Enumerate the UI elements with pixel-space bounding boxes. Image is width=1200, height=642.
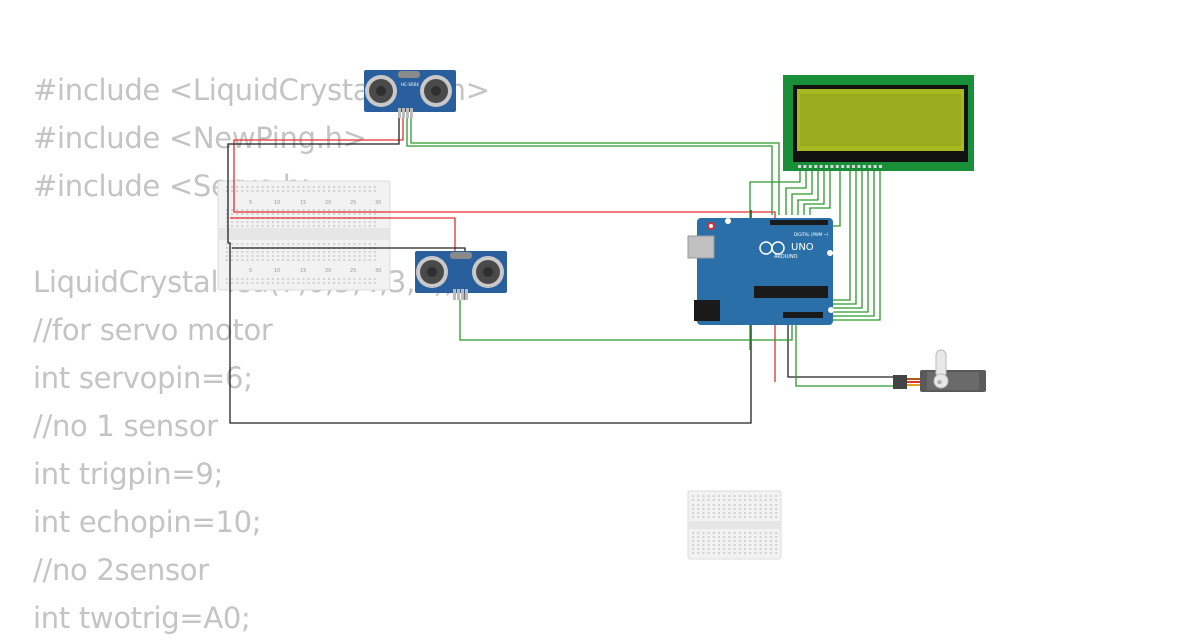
breadboard-number: 30 (375, 268, 381, 274)
wire-red[interactable] (233, 118, 404, 213)
wire-green[interactable] (803, 168, 825, 215)
code-line: int echopin=10; (33, 505, 262, 539)
wire-green[interactable] (832, 168, 851, 301)
breadboard-number: 25 (350, 268, 356, 274)
wire-green[interactable] (459, 300, 793, 341)
breadboard-number: 5 (249, 200, 252, 206)
wire-green[interactable] (832, 168, 857, 305)
wire-green[interactable] (785, 168, 807, 215)
ultrasonic-sensor-1[interactable]: HC-SR04 (364, 70, 456, 118)
wire-green[interactable] (832, 168, 869, 313)
breadboard-number: 15 (300, 268, 306, 274)
arduino-brand: ARDUINO (774, 254, 798, 260)
servo-motor[interactable]: ⊗ (893, 349, 986, 392)
svg-text:⊗: ⊗ (937, 379, 942, 386)
code-line: #include <NewPing.h> (33, 121, 367, 155)
breadboard-number: 5 (249, 268, 252, 274)
ultrasonic-sensor-2[interactable] (415, 251, 507, 300)
arduino-digital-label: DIGITAL (PWM ~) (794, 232, 829, 237)
lcd-pins (798, 165, 882, 168)
wire-green[interactable] (825, 168, 841, 227)
lcd-display[interactable] (783, 75, 974, 171)
breadboard-number: 10 (274, 268, 280, 274)
breadboard-number: 20 (325, 268, 331, 274)
code-line: int trigpin=9; (33, 457, 223, 491)
breadboard-number: 25 (350, 200, 356, 206)
wires (227, 118, 898, 424)
code-line: int twotrig=A0; (33, 601, 251, 635)
breadboard-number: 10 (274, 200, 280, 206)
wire-green[interactable] (795, 325, 898, 387)
code-line: //no 2sensor (33, 553, 209, 587)
breadboard-number: 30 (375, 200, 381, 206)
breadboard-main[interactable]: 5 10 15 20 25 30 5 10 15 20 25 30 (217, 180, 391, 291)
breadboard-number: 15 (300, 200, 306, 206)
code-line: //for servo motor (33, 313, 273, 347)
breadboard-mini-holes (692, 495, 778, 554)
arduino-model: UNO (791, 242, 814, 253)
wire-black[interactable] (227, 118, 400, 243)
wire-black[interactable] (787, 325, 898, 378)
wire-green[interactable] (809, 168, 831, 215)
wire-green[interactable] (832, 168, 875, 317)
wire-green[interactable] (797, 168, 819, 215)
wire-green[interactable] (410, 118, 780, 215)
wire-green[interactable] (406, 118, 773, 215)
breadboard-number: 20 (325, 200, 331, 206)
wire-red[interactable] (394, 211, 776, 382)
code-line: int servopin=6; (33, 361, 253, 395)
wire-green[interactable] (832, 168, 881, 321)
sensor-label: HC-SR04 (401, 82, 419, 87)
breadboard-numbers: 5 10 15 20 25 30 5 10 15 20 25 30 (249, 200, 381, 274)
wire-black[interactable] (228, 210, 752, 424)
wire-green[interactable] (791, 168, 813, 215)
arduino-uno[interactable]: ARDUINO UNO DIGITAL (PWM ~) (687, 218, 834, 325)
breadboard-mini[interactable] (687, 490, 782, 560)
code-line: //no 1 sensor (33, 409, 218, 443)
wire-green[interactable] (832, 168, 863, 309)
